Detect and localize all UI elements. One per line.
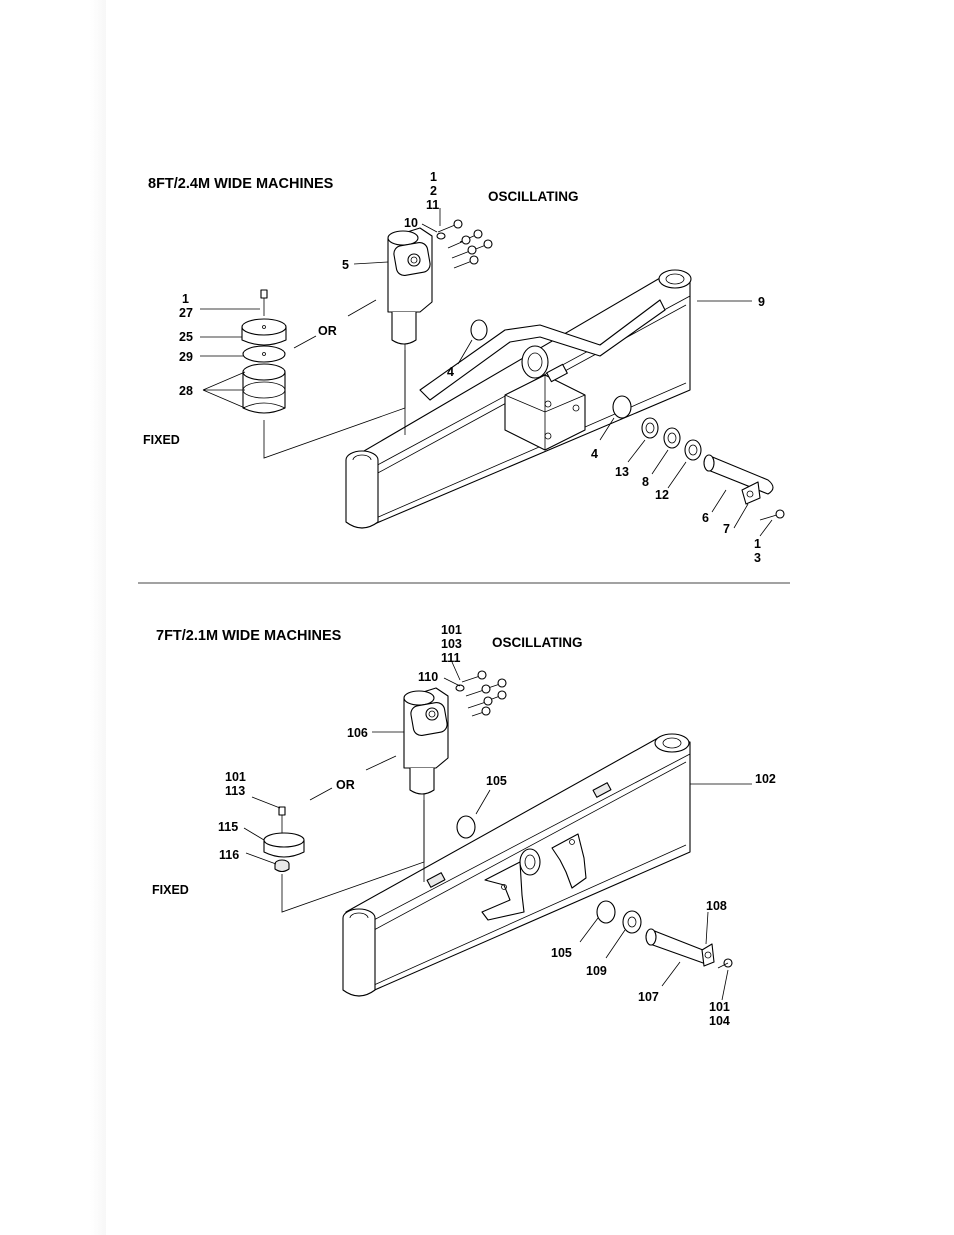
callout: 7 bbox=[723, 522, 730, 536]
oscillating-label: OSCILLATING bbox=[492, 635, 583, 650]
callout: 116 bbox=[219, 848, 239, 862]
bushing bbox=[597, 901, 615, 923]
or-label: OR bbox=[336, 778, 355, 792]
callout: 105 bbox=[551, 946, 572, 960]
cylinder bbox=[388, 228, 432, 344]
callout: 5 bbox=[342, 258, 349, 272]
callout: 103 bbox=[441, 637, 462, 651]
callout: 1 bbox=[754, 537, 761, 551]
callout: 28 bbox=[179, 384, 193, 398]
callout: 12 bbox=[655, 488, 669, 502]
washer bbox=[685, 440, 701, 460]
callout: 25 bbox=[179, 330, 193, 344]
bolt-set bbox=[437, 220, 492, 268]
washer bbox=[664, 428, 680, 448]
callout: 108 bbox=[706, 899, 727, 913]
callout: 9 bbox=[758, 295, 765, 309]
callout: 1 bbox=[430, 170, 437, 184]
cylinder bbox=[404, 688, 448, 794]
callout: 8 bbox=[642, 475, 649, 489]
callout: 3 bbox=[754, 551, 761, 565]
bushing bbox=[471, 320, 487, 340]
callout: 101 bbox=[225, 770, 246, 784]
washer bbox=[642, 418, 658, 438]
section-title: 8FT/2.4M WIDE MACHINES bbox=[148, 176, 334, 192]
callout: 101 bbox=[709, 1000, 730, 1014]
callout: 107 bbox=[638, 990, 659, 1004]
oscillating-label: OSCILLATING bbox=[488, 189, 579, 204]
callout: 10 bbox=[404, 216, 418, 230]
callout: 11 bbox=[426, 198, 439, 212]
bolt-set bbox=[456, 671, 506, 716]
callout: 113 bbox=[225, 784, 245, 798]
callout: 2 bbox=[430, 184, 437, 198]
callout: 1 bbox=[182, 292, 189, 306]
or-label: OR bbox=[318, 324, 337, 338]
bushing bbox=[457, 816, 475, 838]
callout: 29 bbox=[179, 350, 193, 364]
callouts: 101 103 111 110 106 101 113 115 116 105 … bbox=[218, 623, 776, 1028]
callout: 115 bbox=[218, 820, 238, 834]
callout: 101 bbox=[441, 623, 462, 637]
callout: 105 bbox=[486, 774, 507, 788]
callout: 6 bbox=[702, 511, 709, 525]
callout: 4 bbox=[447, 365, 454, 379]
section-title: 7FT/2.1M WIDE MACHINES bbox=[156, 628, 342, 644]
callout: 110 bbox=[418, 670, 438, 684]
washer bbox=[623, 911, 641, 933]
section-7ft: 7FT/2.1M WIDE MACHINES OSCILLATING OR FI… bbox=[152, 623, 776, 1028]
pivot-pin bbox=[646, 929, 732, 968]
axle-beam bbox=[343, 734, 690, 996]
fixed-label: FIXED bbox=[143, 433, 180, 447]
callout: 104 bbox=[709, 1014, 730, 1028]
callout: 27 bbox=[179, 306, 193, 320]
callout: 106 bbox=[347, 726, 368, 740]
section-8ft: 8FT/2.4M WIDE MACHINES OSCILLATING OR FI… bbox=[143, 170, 784, 565]
callout: 111 bbox=[441, 651, 461, 665]
callout: 4 bbox=[591, 447, 598, 461]
fixed-label: FIXED bbox=[152, 883, 189, 897]
callout: 102 bbox=[755, 772, 776, 786]
callout: 13 bbox=[615, 465, 629, 479]
bushing bbox=[613, 396, 631, 418]
callout: 109 bbox=[586, 964, 607, 978]
fixed-mount-stack bbox=[242, 290, 286, 413]
